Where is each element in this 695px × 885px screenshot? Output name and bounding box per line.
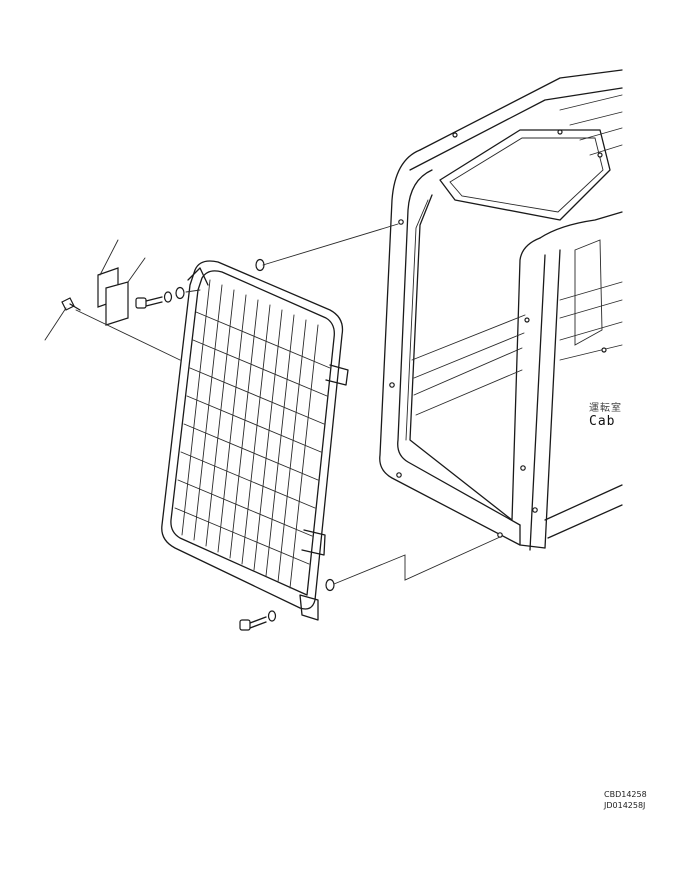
cab-label-japanese: 運転室 xyxy=(589,403,622,414)
guard-grille xyxy=(161,260,349,621)
drawing-codes: CBD14258 JD014258J xyxy=(604,790,647,812)
cab-frame xyxy=(379,69,623,551)
cab-label: 運転室 Cab xyxy=(589,403,622,429)
drawing-code-2: JD014258J xyxy=(604,800,646,810)
hardware xyxy=(61,258,335,631)
leader-lines xyxy=(44,223,501,585)
cab-label-english: Cab xyxy=(589,413,616,429)
drawing-code-1: CBD14258 xyxy=(604,790,647,799)
